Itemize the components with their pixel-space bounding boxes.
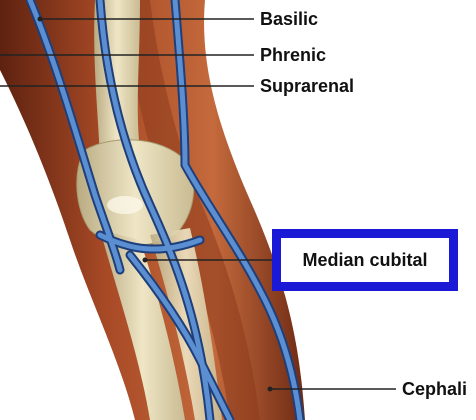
leader-lines bbox=[0, 18, 396, 390]
label-suprarenal: Suprarenal bbox=[260, 76, 355, 96]
radius-bone bbox=[100, 230, 185, 420]
label-cephalic: Cephali bbox=[402, 379, 468, 399]
label-basilic: Basilic bbox=[260, 9, 319, 29]
label-phrenic: Phrenic bbox=[260, 45, 327, 65]
veins bbox=[25, 0, 305, 420]
muscle-shading bbox=[125, 0, 260, 420]
label-median-cubital: Median cubital bbox=[302, 249, 428, 270]
answer-box-median-cubital[interactable]: Median cubital bbox=[272, 229, 458, 291]
